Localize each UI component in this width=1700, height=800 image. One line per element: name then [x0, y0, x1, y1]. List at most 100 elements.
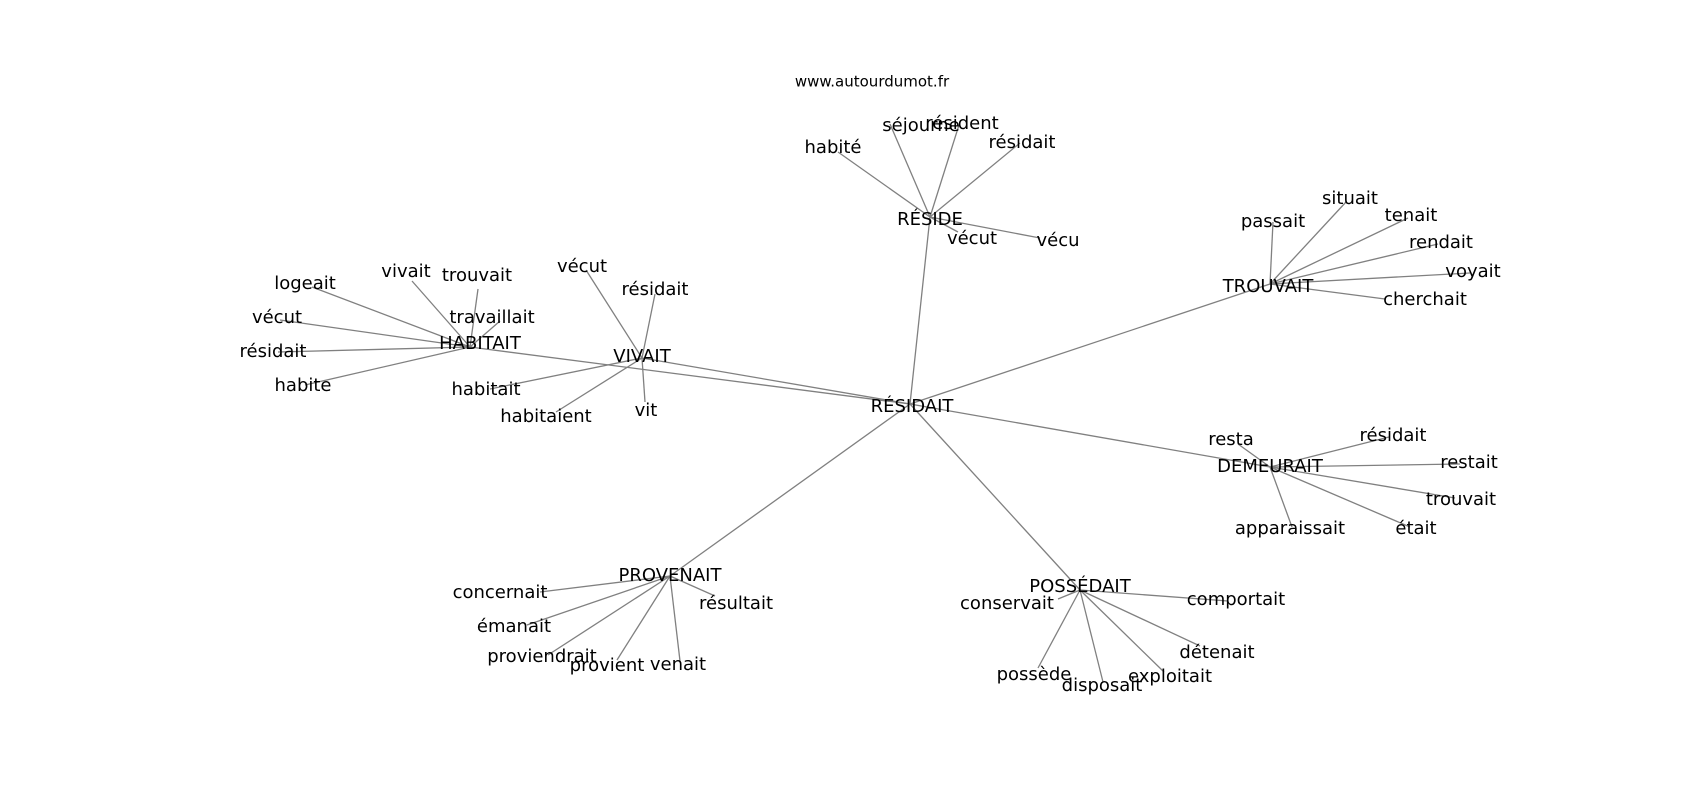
- word-node-label[interactable]: apparaissait: [1235, 518, 1345, 539]
- word-node-label[interactable]: vécut: [557, 256, 607, 277]
- hub-to-word-edge: [1079, 589, 1201, 647]
- word-node-label[interactable]: habite: [275, 375, 332, 396]
- hub-to-word-edge: [1269, 283, 1386, 300]
- hub-to-word-edge: [304, 346, 471, 386]
- word-node-label[interactable]: provient: [570, 655, 645, 676]
- word-node-label[interactable]: travaillait: [449, 307, 534, 328]
- center-to-hub-edge: [909, 403, 1271, 468]
- hub-to-word-edge: [929, 124, 960, 218]
- word-node-label[interactable]: concernait: [453, 582, 548, 603]
- hub-to-word-edge: [1037, 589, 1081, 669]
- word-node-label[interactable]: disposait: [1062, 675, 1143, 696]
- word-node-label[interactable]: résidait: [1360, 425, 1427, 446]
- hub-to-word-edge: [929, 216, 959, 233]
- word-node-label[interactable]: restait: [1440, 452, 1498, 473]
- word-node-label[interactable]: situait: [1322, 188, 1378, 209]
- hub-to-word-edge: [1079, 589, 1229, 602]
- word-node-label[interactable]: résidait: [622, 279, 689, 300]
- graph-edges: [277, 123, 1471, 683]
- hub-to-word-edge: [585, 269, 643, 359]
- word-node-label[interactable]: habitaient: [500, 406, 592, 427]
- center-to-hub-edge: [669, 403, 911, 577]
- center-to-hub-edge: [909, 403, 1081, 591]
- word-node-label[interactable]: vécut: [947, 228, 997, 249]
- hub-to-word-edge: [929, 142, 1021, 218]
- word-node-label[interactable]: résidait: [240, 341, 307, 362]
- word-node-label[interactable]: trouvait: [1426, 489, 1496, 510]
- hub-to-word-edge: [641, 357, 646, 403]
- word-node-label[interactable]: passait: [1241, 211, 1305, 232]
- hub-to-word-edge: [1269, 243, 1439, 285]
- hub-to-word-edge: [489, 357, 643, 390]
- center-to-hub-edge: [909, 216, 931, 405]
- word-node-label[interactable]: vécut: [252, 307, 302, 328]
- word-node-label[interactable]: comportait: [1187, 589, 1285, 610]
- word-node-label[interactable]: séjourne: [882, 115, 959, 136]
- word-node-label[interactable]: rendait: [1409, 232, 1473, 253]
- hub-to-word-edge: [555, 357, 643, 413]
- hub-to-word-edge: [1269, 466, 1293, 528]
- hub-to-word-edge: [1057, 589, 1081, 600]
- word-node-label[interactable]: resta: [1208, 429, 1254, 450]
- word-node-label[interactable]: résidait: [989, 132, 1056, 153]
- hub-to-word-edge: [616, 575, 671, 661]
- word-node-label[interactable]: tenait: [1385, 205, 1438, 226]
- hub-to-word-edge: [1269, 217, 1409, 285]
- hub-to-word-edge: [469, 288, 479, 348]
- word-node-label[interactable]: proviendrait: [487, 646, 597, 667]
- hub-node-label[interactable]: POSSÉDAIT: [1029, 575, 1131, 597]
- hub-node-label[interactable]: HABITAIT: [439, 333, 522, 354]
- word-node-label[interactable]: possède: [997, 664, 1072, 685]
- hub-node-label[interactable]: DEMEURAIT: [1217, 456, 1324, 477]
- watermark: www.autourdumot.fr: [795, 73, 950, 91]
- hub-to-word-edge: [837, 151, 931, 218]
- graph-labels: RÉSIDAITRÉSIDEhabitéséjournerésidentrési…: [240, 113, 1501, 696]
- word-node-label[interactable]: détenait: [1179, 642, 1254, 663]
- hub-to-word-edge: [1269, 466, 1456, 499]
- word-node-label[interactable]: habité: [805, 137, 862, 158]
- hub-node-label[interactable]: TROUVAIT: [1222, 276, 1315, 297]
- hub-to-word-edge: [311, 286, 471, 348]
- word-node-label[interactable]: trouvait: [442, 265, 512, 286]
- word-node-label[interactable]: logeait: [274, 273, 336, 294]
- word-node-label[interactable]: exploitait: [1128, 666, 1212, 687]
- center-to-hub-edge: [469, 346, 911, 405]
- hub-to-word-edge: [669, 575, 681, 662]
- word-node-label[interactable]: conservait: [960, 593, 1054, 614]
- word-node-label[interactable]: était: [1395, 518, 1436, 539]
- hub-to-word-edge: [929, 216, 1041, 239]
- hub-to-word-edge: [526, 575, 671, 626]
- hub-to-word-edge: [539, 575, 671, 593]
- hub-node-label[interactable]: PROVENAIT: [619, 565, 723, 586]
- hub-node-label[interactable]: RÉSIDE: [897, 208, 963, 230]
- center-to-hub-edge: [641, 357, 911, 405]
- center-node-label[interactable]: RÉSIDAIT: [871, 395, 955, 417]
- hub-to-word-edge: [1269, 272, 1471, 285]
- word-node-label[interactable]: résident: [925, 113, 998, 134]
- hub-to-word-edge: [1269, 201, 1347, 285]
- word-node-label[interactable]: habitait: [451, 379, 520, 400]
- word-node-label[interactable]: émanait: [477, 616, 551, 637]
- hub-to-word-edge: [277, 346, 471, 353]
- word-node-label[interactable]: venait: [650, 654, 706, 675]
- hub-to-word-edge: [279, 319, 471, 348]
- word-node-label[interactable]: vit: [635, 400, 658, 421]
- hub-to-word-edge: [469, 320, 501, 348]
- word-node-label[interactable]: vécu: [1036, 230, 1079, 251]
- hub-to-word-edge: [1269, 463, 1461, 468]
- hub-to-word-edge: [1269, 436, 1390, 468]
- hub-to-word-edge: [1079, 589, 1104, 683]
- word-node-label[interactable]: vivait: [381, 261, 430, 282]
- word-node-label[interactable]: résultait: [699, 593, 773, 614]
- word-node-label[interactable]: voyait: [1445, 261, 1500, 282]
- hub-to-word-edge: [669, 575, 716, 597]
- hub-to-word-edge: [1269, 466, 1411, 528]
- hub-node-label[interactable]: VIVAIT: [613, 346, 671, 367]
- center-to-hub-edge: [909, 283, 1271, 405]
- hub-to-word-edge: [1269, 221, 1274, 285]
- hub-to-word-edge: [411, 280, 471, 348]
- hub-to-word-edge: [1079, 589, 1165, 673]
- hub-to-word-edge: [641, 293, 656, 359]
- word-node-label[interactable]: cherchait: [1383, 289, 1467, 310]
